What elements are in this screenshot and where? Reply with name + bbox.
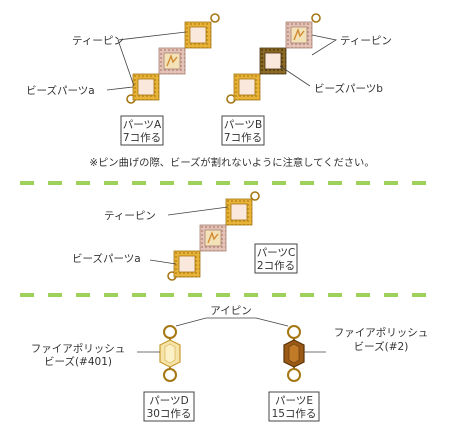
leader-teepin-left-2 (117, 39, 135, 87)
part-e-line1: パーツE (275, 395, 313, 407)
part-c-line2: 2コ作る (257, 260, 295, 272)
label-beads-b: ビーズパーツb (314, 82, 383, 95)
part-c-line1: パーツC (257, 247, 296, 259)
part-b-illustration (226, 13, 321, 104)
part-b-line1: パーツB (224, 119, 263, 131)
leader-beads-c (149, 259, 177, 265)
leader-beads-a (106, 86, 134, 91)
leader-teepin-left (117, 31, 187, 41)
part-b-box: パーツB 7コ作る (221, 115, 265, 146)
part-d-box: パーツD 30コ作る (143, 391, 195, 422)
part-a-illustration (126, 13, 220, 104)
part-b-line2: 7コ作る (224, 132, 262, 144)
label-teepin-c: ティーピン (104, 210, 156, 222)
part-e-line2: 15コ作る (272, 408, 317, 420)
part-c-illustration (167, 191, 260, 281)
label-fire-left-1: ファイアポリッシュ (31, 343, 126, 355)
part-d-illustration (159, 325, 181, 382)
part-c-box: パーツC 2コ作る (254, 243, 298, 274)
leader-teepin-c (167, 206, 229, 216)
leader-eyepin (175, 317, 289, 327)
label-teepin-left: ティーピン (72, 35, 124, 47)
label-fire-left-2: ビーズ(#401) (44, 355, 112, 368)
label-teepin-right: ティーピン (340, 35, 392, 47)
label-beads-a: ビーズパーツa (26, 84, 95, 97)
leader-beads-b (279, 65, 311, 87)
part-a-box: パーツA 7コ作る (120, 115, 164, 146)
leader-teepin-right (311, 34, 338, 56)
label-fire-right-1: ファイアポリッシュ (334, 327, 429, 339)
part-a-line1: パーツA (123, 119, 162, 131)
part-d-line2: 30コ作る (147, 408, 192, 420)
part-a-line2: 7コ作る (123, 132, 161, 144)
label-fire-right-2: ビーズ(#2) (354, 340, 409, 353)
label-eyepin: アイピン (210, 305, 251, 317)
caution-note: ※ピン曲げの際、ビーズが割れないように注意してください。 (89, 156, 374, 169)
label-beads-c: ビーズパーツa (72, 252, 141, 265)
part-e-box: パーツE 15コ作る (268, 391, 320, 422)
part-e-illustration (283, 325, 305, 382)
part-d-line1: パーツD (149, 395, 188, 407)
